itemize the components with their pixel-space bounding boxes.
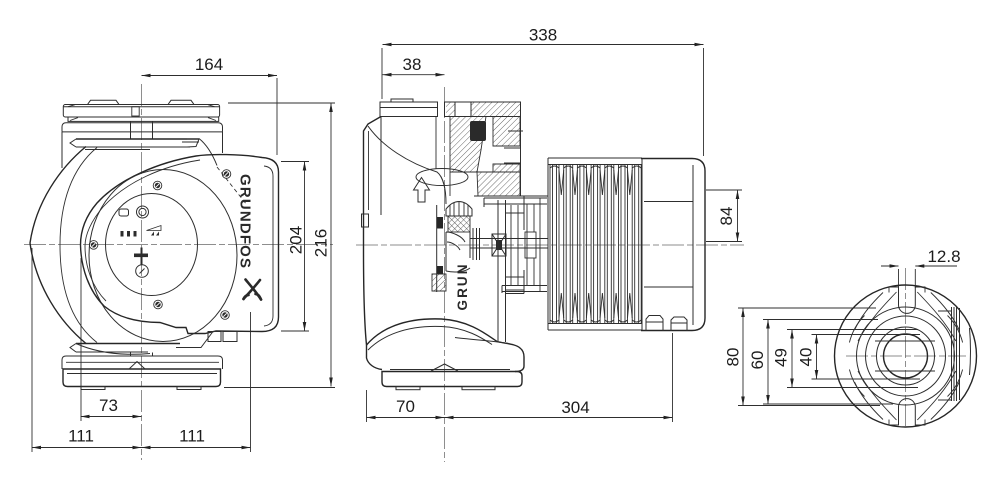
svg-text:338: 338: [529, 26, 557, 45]
svg-text:204: 204: [287, 226, 306, 254]
svg-text:49: 49: [772, 348, 791, 367]
svg-text:40: 40: [797, 348, 816, 367]
svg-text:111: 111: [68, 427, 94, 446]
svg-text:GRUN: GRUN: [455, 264, 470, 311]
svg-text:60: 60: [748, 351, 767, 370]
svg-text:73: 73: [99, 396, 118, 415]
svg-text:216: 216: [312, 229, 331, 257]
svg-text:38: 38: [403, 55, 422, 74]
svg-text:12.8: 12.8: [927, 247, 960, 266]
svg-text:111: 111: [179, 427, 205, 446]
svg-text:304: 304: [561, 398, 589, 417]
svg-text:70: 70: [396, 397, 415, 416]
svg-text:GRUNDFOS: GRUNDFOS: [237, 174, 254, 269]
svg-text:80: 80: [724, 348, 743, 367]
svg-text:164: 164: [195, 55, 223, 74]
svg-text:84: 84: [717, 207, 736, 226]
